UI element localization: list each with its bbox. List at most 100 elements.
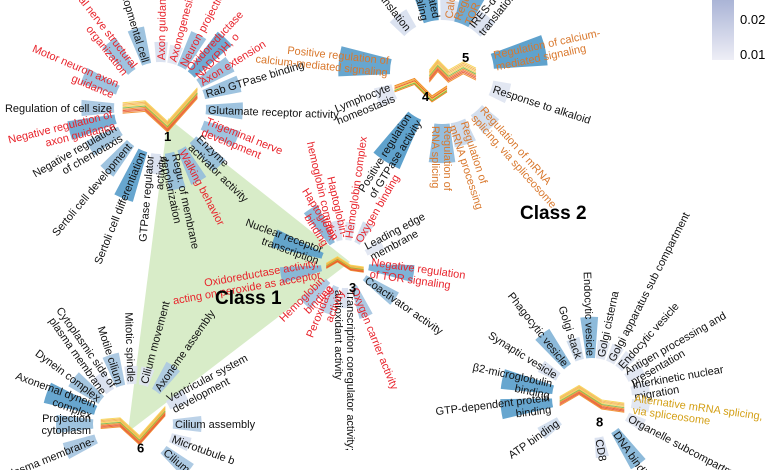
enrichment-bar — [127, 26, 152, 66]
profile-line — [122, 91, 198, 127]
go-term-line: Mitotic spindle — [122, 312, 136, 382]
enrichment-bar — [500, 398, 554, 420]
profile-line — [559, 389, 625, 409]
expression-profile-plot — [559, 384, 625, 413]
enrichment-bar — [202, 75, 242, 100]
go-term-line: RNA splicing — [429, 126, 441, 188]
enrichment-bar — [625, 412, 646, 431]
profile-line — [394, 81, 448, 101]
expression-profile-plot — [100, 406, 166, 446]
enrichment-bar — [364, 239, 385, 256]
enrichment-bar — [362, 275, 399, 305]
profile-line — [326, 257, 364, 269]
profile-line — [122, 92, 198, 128]
enrichment-bar — [630, 399, 651, 413]
profile-line — [428, 67, 477, 80]
enrichment-bar — [172, 415, 202, 433]
enrichment-bar — [102, 352, 126, 388]
profile-line — [394, 83, 448, 103]
profile-line — [428, 63, 477, 76]
profile-line — [326, 258, 364, 270]
go-term-label: Lymphocytehomeostasis — [331, 82, 398, 128]
profile-line — [122, 96, 198, 132]
enrichment-bar — [490, 35, 548, 69]
enrichment-bar — [187, 31, 233, 78]
go-term-label: Endocytic vesicle — [581, 272, 596, 357]
enrichment-bar — [100, 140, 135, 177]
profile-line — [100, 406, 166, 437]
enrichment-bar — [62, 434, 98, 459]
go-term-line: Projection — [42, 413, 91, 425]
legend-colorbar: 0.02 0.01 — [712, 0, 765, 62]
enrichment-bar — [373, 111, 422, 169]
profile-line — [122, 88, 198, 124]
enrichment-bar — [595, 340, 611, 361]
profile-line — [559, 384, 625, 404]
cluster-2: Cytoplasmic translationCalcium-mediateds… — [255, 0, 605, 211]
profile-line — [326, 259, 364, 271]
go-term-label: Regulation ofRNA splicing — [429, 126, 453, 192]
go-term-line: Glutamate receptor activity — [208, 105, 340, 122]
go-term-label: Transcription coregulator activity;antio… — [332, 290, 356, 451]
enrichment-bar — [164, 151, 186, 191]
go-term-label: Cilium assembly — [175, 419, 256, 431]
enrichment-bar — [470, 105, 500, 134]
enrichment-bar — [92, 370, 115, 395]
profile-line — [122, 94, 198, 129]
profile-line — [428, 64, 477, 77]
enrichment-bar — [151, 361, 181, 395]
profile-line — [428, 58, 477, 71]
profile-line — [559, 391, 625, 411]
go-term-line: Cytoplasmic translation — [333, 0, 412, 34]
profile-line — [559, 387, 625, 406]
profile-line — [559, 388, 625, 408]
profile-line — [122, 97, 198, 133]
cluster-8: GTP-dependent proteinbindingβ2-microglob… — [435, 211, 764, 470]
go-term-label: Cytoplasmic translation — [333, 0, 412, 34]
enrichment-bar — [165, 389, 190, 410]
go-term-label: Regulation of cell size — [5, 103, 112, 115]
go-term-line: Axon guidance — [156, 0, 169, 60]
enrichment-bar — [81, 99, 115, 117]
enrichment-bar — [606, 343, 624, 365]
profile-line — [428, 70, 477, 83]
profile-line — [326, 260, 364, 273]
go-term-label: Regulation of calcium-mediated signaling — [493, 27, 605, 73]
enrichment-bar — [389, 9, 417, 37]
enrichment-bar — [354, 221, 373, 245]
go-term-line: Regulation of mRNA — [477, 105, 553, 188]
go-term-line: cytoplasm — [41, 425, 91, 437]
profile-line — [428, 69, 477, 82]
go-term-line: ATP binding — [506, 418, 561, 462]
enrichment-bar — [167, 44, 183, 66]
enrichment-bar — [147, 153, 162, 175]
enrichment-bar — [279, 265, 323, 284]
class1-label: Class 1 — [215, 288, 282, 309]
enrichment-bar — [138, 366, 155, 387]
enrichment-bar — [500, 369, 555, 395]
go-term-label: CD8 — [592, 438, 608, 462]
legend-tick: 0.01 — [740, 47, 765, 62]
go-term-line: Plasma membrane- — [3, 435, 97, 470]
enrichment-bar — [168, 433, 192, 452]
profile-line — [428, 61, 477, 74]
enrichment-bar — [415, 0, 439, 24]
enrichment-bar — [624, 363, 646, 382]
go-term-label: Glutamate receptor activity — [208, 105, 340, 122]
enrichment-bar — [43, 382, 98, 415]
enrichment-bar — [160, 445, 194, 470]
go-term-line: antioxidant activity — [332, 290, 344, 380]
enrichment-bar — [611, 428, 646, 470]
go-term-line: Regulation of cell size — [5, 103, 112, 115]
enrichment-bar — [300, 278, 331, 309]
enrichment-bar — [102, 37, 136, 75]
expression-profile-plot — [394, 58, 477, 103]
profile-line — [394, 82, 448, 102]
enrichment-bar — [124, 365, 138, 385]
profile-line — [100, 409, 166, 440]
enrichment-bar — [114, 148, 148, 202]
enrichment-bar — [80, 67, 120, 95]
profile-line — [100, 414, 166, 445]
enrichment-bar — [189, 136, 226, 172]
